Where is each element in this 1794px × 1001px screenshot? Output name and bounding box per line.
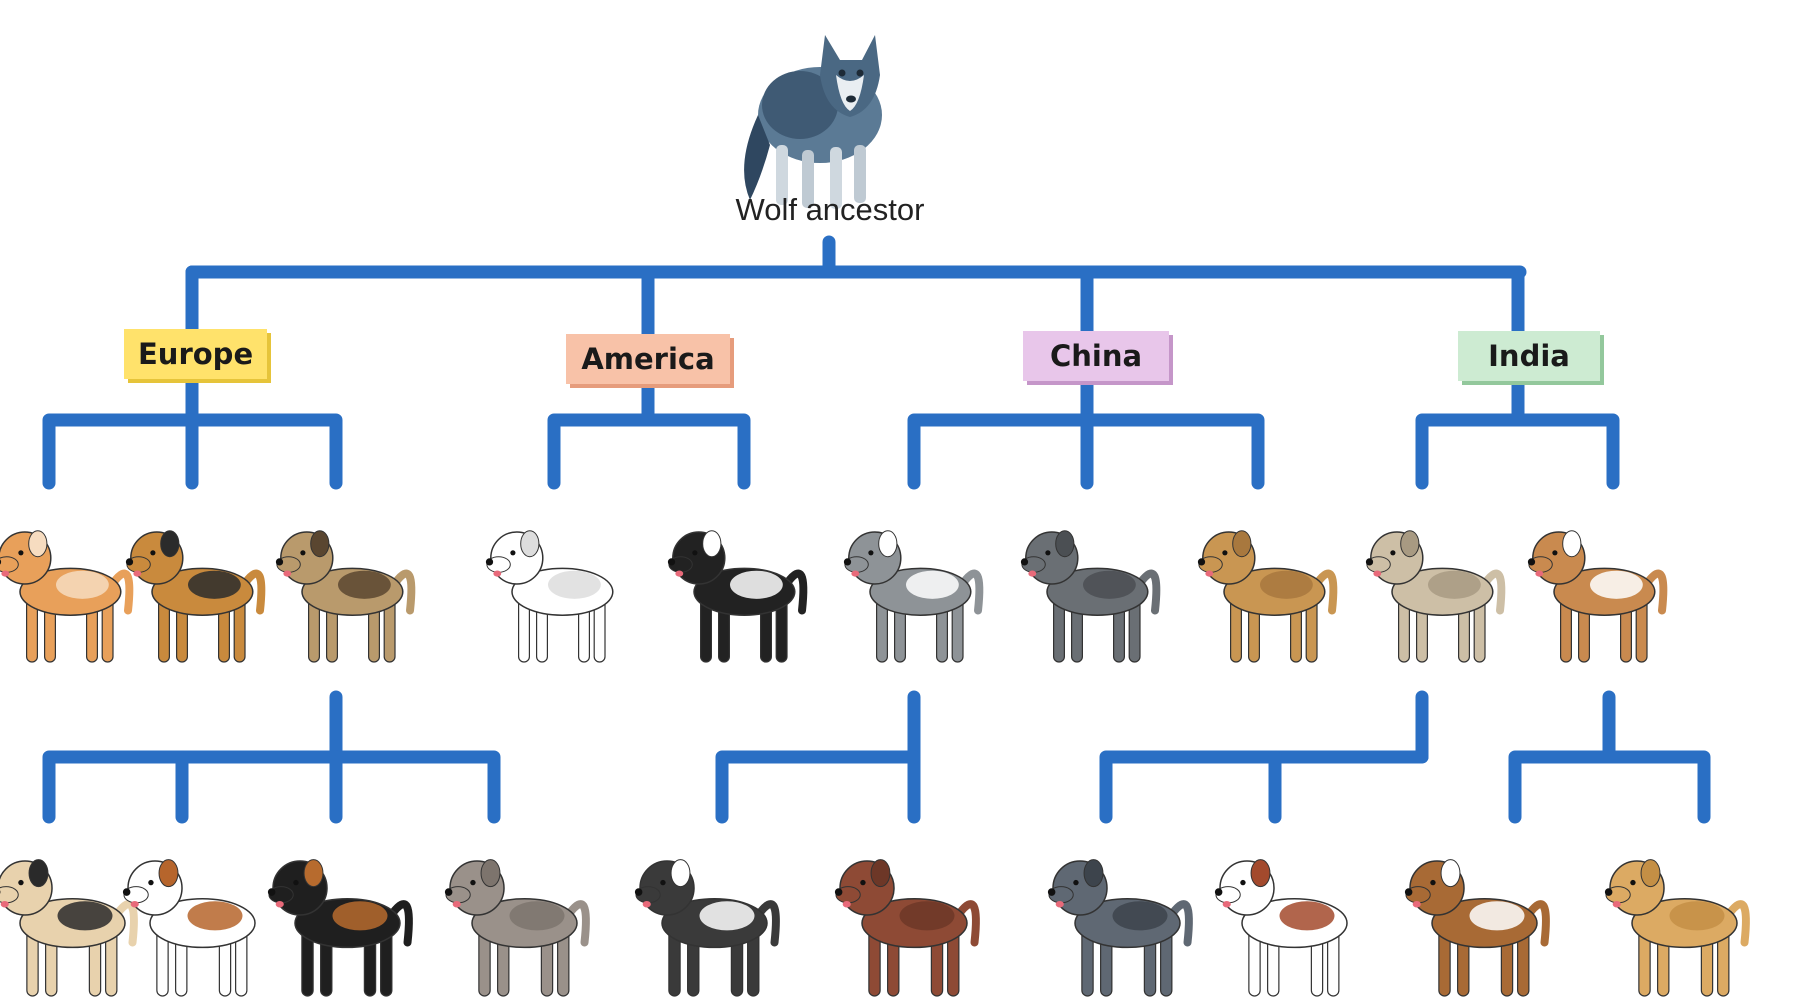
pomeranian-icon [0, 530, 134, 663]
cocker-spaniel-icon [1047, 859, 1193, 997]
india-row2-bracket [1508, 750, 1711, 824]
bulldog-icon [122, 859, 268, 997]
whippet-icon [1365, 530, 1506, 663]
region-label-china: China [1023, 331, 1169, 381]
bullmastiff-icon [275, 530, 416, 663]
weimaraner-icon [444, 859, 590, 997]
america-bracket [547, 413, 751, 490]
border-collie-icon [667, 530, 808, 663]
region-label-europe: Europe [124, 329, 267, 379]
america-row2-bracket [715, 750, 921, 824]
neapolitan-mastiff-icon [1020, 530, 1161, 663]
root-label: Wolf ancestor [735, 192, 925, 227]
rough-collie-icon [1404, 859, 1550, 997]
pit-bull-icon [843, 530, 984, 663]
shar-pei-icon [1197, 530, 1338, 663]
bernese-mountain-dog-icon [267, 859, 413, 997]
second-generation-dogs [0, 859, 1750, 997]
europe-row2-bracket [42, 750, 501, 824]
golden-retriever-icon [1604, 859, 1750, 997]
boxer-icon [1527, 530, 1668, 663]
samoyed-icon [485, 530, 626, 663]
red-and-white-setter-icon [1214, 859, 1360, 997]
india-bracket [1415, 413, 1620, 490]
pug-icon [0, 859, 138, 997]
airedale-terrier-icon [125, 530, 266, 663]
china-row2-bracket [1099, 750, 1429, 824]
first-generation-dogs [0, 530, 1668, 663]
region-label-india: India [1458, 331, 1600, 381]
siberian-husky-icon [634, 859, 780, 997]
kelpie-icon [834, 859, 980, 997]
region-label-america: America [566, 334, 730, 384]
wolf-icon [744, 35, 882, 209]
